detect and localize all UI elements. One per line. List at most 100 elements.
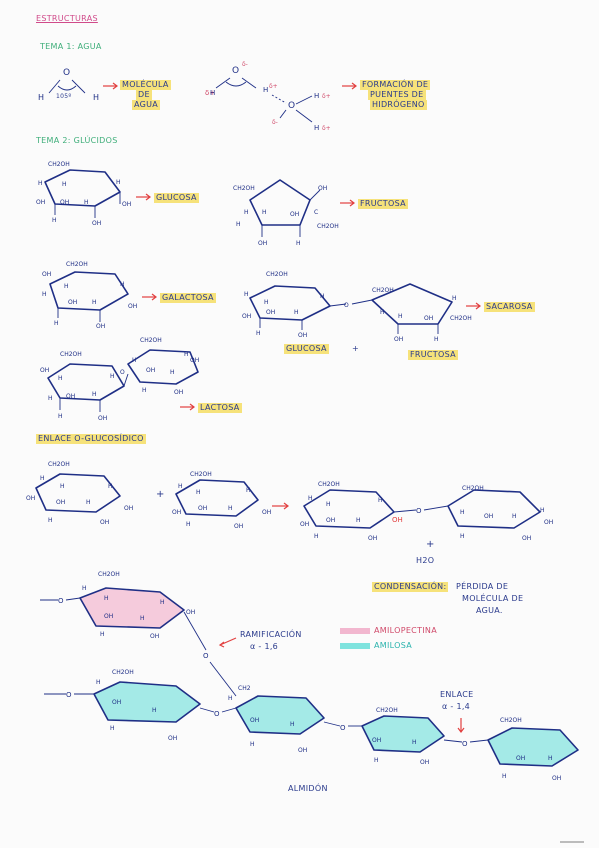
svg-text:H: H xyxy=(86,499,91,506)
svg-text:CH2OH: CH2OH xyxy=(500,717,522,724)
svg-text:O: O xyxy=(462,740,468,748)
svg-text:H: H xyxy=(256,330,261,337)
label-sacarosa: SACAROSA xyxy=(484,302,535,312)
svg-text:H: H xyxy=(263,86,268,94)
svg-text:H: H xyxy=(512,513,517,520)
svg-text:OH: OH xyxy=(424,315,433,322)
svg-text:OH: OH xyxy=(122,201,131,208)
svg-text:H: H xyxy=(54,320,59,327)
label-puentes-line2: PUENTES DE xyxy=(368,90,426,100)
svg-text:CH2OH: CH2OH xyxy=(376,707,398,714)
lactosa-structure: CH2OH OH H H H OH H H OH O CH2OH H H OH … xyxy=(40,337,199,422)
svg-text:δ+: δ+ xyxy=(205,89,215,97)
svg-text:OH: OH xyxy=(420,759,429,766)
condensacion-line2: MOLÉCULA DE xyxy=(462,594,524,603)
enlace-heading: ENLACE O-GLUCOSÍDICO xyxy=(36,434,146,444)
svg-text:O: O xyxy=(340,724,346,732)
svg-text:H: H xyxy=(296,240,301,247)
svg-text:H: H xyxy=(110,373,115,380)
svg-text:CH2OH: CH2OH xyxy=(462,485,484,492)
svg-text:OH: OH xyxy=(42,271,51,278)
svg-text:H: H xyxy=(110,725,115,732)
hydrogen-bond-diagram: O δ- δ+ H H δ+ O H δ+ H δ+ δ- xyxy=(205,61,331,132)
label-glucosa-sacarosa: GLUCOSA xyxy=(284,344,329,354)
svg-text:δ+: δ+ xyxy=(322,125,331,132)
svg-text:H: H xyxy=(184,351,189,358)
label-molecula-line2: DE xyxy=(136,90,152,100)
svg-text:OH: OH xyxy=(190,357,199,364)
svg-text:H: H xyxy=(250,741,255,748)
svg-text:CH2OH: CH2OH xyxy=(48,461,70,468)
svg-text:O: O xyxy=(344,302,349,309)
legend-swatch-amilopectina xyxy=(340,628,370,634)
label-lactosa: LACTOSA xyxy=(198,403,242,413)
svg-text:OH: OH xyxy=(150,633,159,640)
svg-text:H: H xyxy=(160,599,165,606)
svg-text:δ+: δ+ xyxy=(322,93,331,100)
svg-text:H: H xyxy=(96,679,101,686)
svg-text:OH: OH xyxy=(242,313,251,320)
svg-text:OH: OH xyxy=(318,185,327,192)
svg-text:OH: OH xyxy=(124,505,133,512)
svg-text:H: H xyxy=(92,299,97,306)
svg-text:O: O xyxy=(66,691,72,699)
svg-text:CH2OH: CH2OH xyxy=(318,481,340,488)
svg-text:H: H xyxy=(38,180,43,187)
fructosa-structure: CH2OH OH H H OH C CH2OH H OH H xyxy=(233,179,339,247)
svg-text:H: H xyxy=(116,179,121,186)
svg-text:H: H xyxy=(100,631,105,638)
svg-text:CH2OH: CH2OH xyxy=(66,261,88,268)
svg-text:H: H xyxy=(38,93,44,102)
svg-text:H: H xyxy=(314,92,319,100)
sacarosa-structure: CH2OH H H H OH OH H H OH O CH2OH H H OH … xyxy=(242,271,472,343)
svg-text:OH: OH xyxy=(552,775,561,782)
svg-text:CH2OH: CH2OH xyxy=(266,271,288,278)
condensacion-line1: PÉRDIDA DE xyxy=(456,582,509,591)
svg-text:H: H xyxy=(262,209,267,216)
svg-text:OH: OH xyxy=(394,336,403,343)
svg-text:H: H xyxy=(460,509,465,516)
enlace-plus-1: + xyxy=(156,489,165,500)
svg-text:OH: OH xyxy=(544,519,553,526)
svg-text:OH: OH xyxy=(198,505,207,512)
label-molecula-line3: AGUA xyxy=(132,100,161,110)
svg-text:OH: OH xyxy=(40,367,49,374)
svg-text:H: H xyxy=(52,217,57,224)
svg-text:H: H xyxy=(170,369,175,376)
svg-text:δ+: δ+ xyxy=(269,83,278,90)
label-galactosa: GALACTOSA xyxy=(160,293,216,303)
legend-swatch-amilosa xyxy=(340,643,370,649)
svg-text:CH2OH: CH2OH xyxy=(48,161,70,168)
svg-text:CH2OH: CH2OH xyxy=(450,315,472,322)
water-angle-label: 105º xyxy=(56,93,72,100)
svg-text:H: H xyxy=(434,336,439,343)
svg-text:OH: OH xyxy=(266,309,275,316)
svg-text:H: H xyxy=(120,281,125,288)
svg-text:OH: OH xyxy=(36,199,45,206)
svg-text:O: O xyxy=(58,597,64,605)
svg-text:OH: OH xyxy=(68,299,77,306)
svg-text:H: H xyxy=(314,124,319,132)
enlace-disaccharide: CH2OH H H H OH OH H OH H OH O CH2OH H OH… xyxy=(300,481,553,542)
svg-text:OH: OH xyxy=(484,513,493,520)
svg-text:CH2: CH2 xyxy=(238,685,251,692)
svg-text:H: H xyxy=(228,505,233,512)
svg-text:H: H xyxy=(132,357,137,364)
svg-text:H: H xyxy=(178,483,183,490)
label-fructosa: FRUCTOSA xyxy=(358,199,408,209)
page-title: ESTRUCTURAS xyxy=(36,14,98,23)
svg-text:H: H xyxy=(152,707,157,714)
svg-text:CH2OH: CH2OH xyxy=(190,471,212,478)
enlace-14-line1: ENLACE xyxy=(440,690,474,699)
svg-text:H: H xyxy=(412,739,417,746)
label-puentes-line3: HIDRÓGENO xyxy=(370,100,427,110)
svg-text:CH2OH: CH2OH xyxy=(233,185,255,192)
svg-text:H: H xyxy=(48,517,53,524)
enlace-14-line2: α - 1,4 xyxy=(442,702,471,711)
svg-text:H: H xyxy=(140,615,145,622)
svg-text:OH: OH xyxy=(98,415,107,422)
label-plus-sacarosa: + xyxy=(352,344,360,353)
svg-text:C: C xyxy=(314,209,318,216)
svg-text:OH: OH xyxy=(96,323,105,330)
